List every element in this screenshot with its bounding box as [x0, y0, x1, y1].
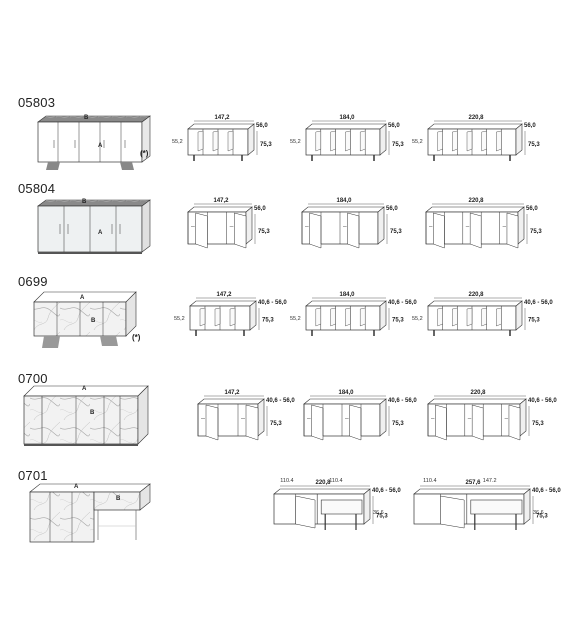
preview-05803: B A (*)	[37, 115, 151, 170]
side-depth-label: 55,2	[174, 316, 185, 322]
sub-width-right-label: 147.2	[483, 478, 497, 484]
note-mark: (*)	[132, 333, 141, 342]
row-code-05803: 05803	[18, 95, 56, 110]
depth-label: 40,6 - 56,0	[524, 300, 553, 306]
width-label: 184,0	[336, 198, 352, 204]
note-mark: (*)	[140, 149, 149, 158]
width-label: 220,8	[470, 390, 486, 396]
drawing-05804-3: 220,8 56,0 75,3	[425, 198, 542, 249]
height-label: 75,3	[536, 514, 548, 520]
preview-label-b: B	[84, 115, 89, 121]
drawing-05804-1: 147,2 56,0 75,3	[187, 198, 270, 249]
height-label: 75,3	[270, 421, 282, 427]
depth-label: 56,0	[388, 123, 400, 129]
preview-label-a: A	[98, 230, 103, 236]
depth-label: 40,6 - 56,0	[388, 300, 417, 306]
height-label: 75,3	[532, 421, 544, 427]
depth-label: 40,6 - 56,0	[388, 398, 417, 404]
side-depth-label: 55,2	[412, 316, 423, 322]
sub-width-left-label: 110.4	[280, 478, 293, 484]
drawing-0701-2: 110.4 147.2 36,6 257,6 40,6 - 56,0 75,3	[413, 478, 561, 530]
drawing-05803-3: 55,2 220,8 56,0 75,3	[412, 115, 540, 161]
sub-width-left-label: 110.4	[423, 478, 436, 484]
preview-05804: B A	[37, 199, 151, 254]
depth-label: 40,6 - 56,0	[532, 488, 561, 494]
drawing-0700-2: 184,0 40,6 - 56,0 75,3	[303, 390, 417, 441]
height-label: 75,3	[530, 229, 542, 235]
drawer-depth-label: 36,6	[373, 510, 384, 516]
height-label: 75,3	[260, 142, 272, 148]
row-code-0700: 0700	[18, 371, 48, 386]
height-label: 75,3	[392, 142, 404, 148]
height-label: 75,3	[390, 229, 402, 235]
drawing-0699-2: 55,2 184,0 40,6 - 56,0 75,3	[290, 292, 417, 336]
preview-0701: A B	[29, 483, 151, 543]
preview-label-b: B	[91, 318, 96, 324]
side-depth-label: 55,2	[412, 139, 423, 145]
height-label: 75,3	[528, 142, 540, 148]
width-label: 220,8	[468, 198, 484, 204]
width-label: 184,0	[339, 292, 355, 298]
height-label: 75,3	[258, 229, 270, 235]
width-label: 220,8	[315, 480, 331, 486]
drawing-0699-3: 55,2 220,8 40,6 - 56,0 75,3	[412, 292, 553, 336]
drawing-05803-2: 55,2 184,0 56,0 75,3	[290, 115, 404, 161]
preview-label-a: A	[80, 295, 85, 301]
row-code-0699: 0699	[18, 274, 48, 289]
drawing-0701-1: 110.4 110.4 36,6 220,8 40,6 - 56,0 75,3	[273, 478, 401, 530]
preview-label-a: A	[98, 143, 103, 149]
width-label: 147,2	[213, 198, 229, 204]
preview-label-b: B	[90, 410, 95, 416]
preview-label-b: B	[82, 199, 87, 205]
width-label: 147,2	[216, 292, 232, 298]
height-label: 75,3	[528, 318, 540, 324]
depth-label: 56,0	[386, 206, 398, 212]
side-depth-label: 55,2	[290, 316, 301, 322]
preview-label-a: A	[82, 386, 87, 392]
preview-0700: A B	[23, 385, 149, 446]
width-label: 147,2	[224, 390, 240, 396]
row-code-05804: 05804	[18, 181, 56, 196]
depth-label: 56,0	[254, 206, 266, 212]
technical-drawings: 55,2 147,2 56,0 75,3 55,2 184,0 56,0 75,3 55,2 22…	[172, 115, 561, 530]
depth-label: 40,6 - 56,0	[372, 488, 401, 494]
preview-label-a: A	[74, 484, 79, 490]
width-label: 220,8	[468, 115, 484, 121]
width-label: 147,2	[214, 115, 230, 121]
height-label: 75,3	[392, 421, 404, 427]
drawing-05803-1: 55,2 147,2 56,0 75,3	[172, 115, 272, 161]
width-label: 184,0	[339, 115, 355, 121]
height-label: 75,3	[262, 318, 274, 324]
width-label: 184,0	[338, 390, 354, 396]
drawing-05804-2: 184,0 56,0 75,3	[301, 198, 402, 249]
depth-label: 40,6 - 56,0	[528, 398, 557, 404]
height-label: 75,3	[392, 318, 404, 324]
preview-0699: A B (*)	[33, 291, 141, 348]
drawing-0700-3: 220,8 40,6 - 56,0 75,3	[427, 390, 557, 441]
drawing-0700-1: 147,2 40,6 - 56,0 75,3	[197, 390, 295, 441]
depth-label: 56,0	[526, 206, 538, 212]
depth-label: 40,6 - 56,0	[258, 300, 287, 306]
row-code-0701: 0701	[18, 468, 48, 483]
depth-label: 56,0	[256, 123, 268, 129]
preview-label-b: B	[116, 496, 121, 502]
width-label: 257,6	[465, 480, 481, 486]
width-label: 220,8	[468, 292, 484, 298]
side-depth-label: 55,2	[172, 139, 183, 145]
drawing-0699-1: 55,2 147,2 40,6 - 56,0 75,3	[174, 292, 287, 336]
drawer-depth-label: 36,6	[533, 510, 544, 516]
depth-label: 56,0	[524, 123, 536, 129]
height-label: 75,3	[376, 514, 388, 520]
depth-label: 40,6 - 56,0	[266, 398, 295, 404]
side-depth-label: 55,2	[290, 139, 301, 145]
sub-width-right-label: 110.4	[329, 478, 342, 484]
